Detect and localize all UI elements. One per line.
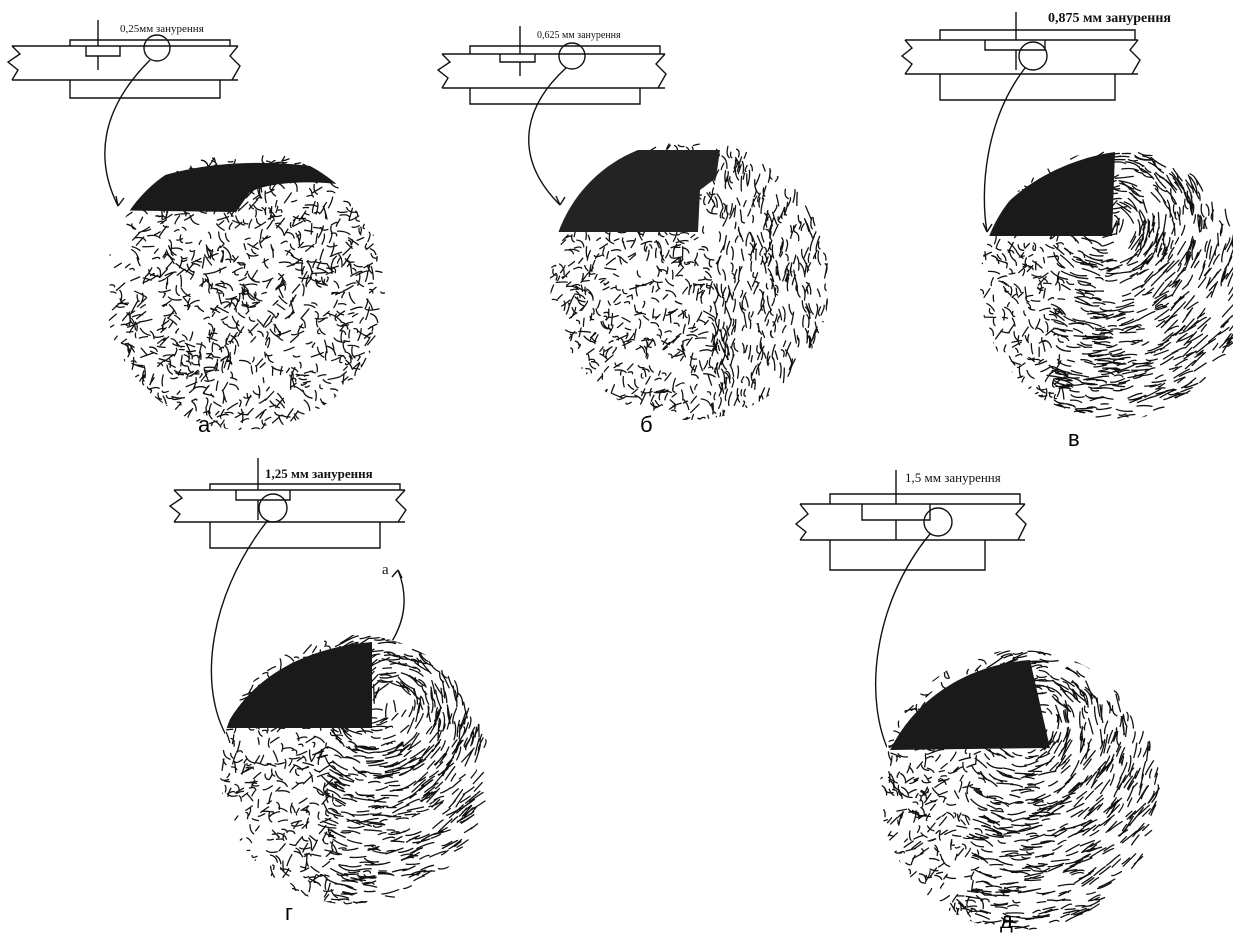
depth-label: 0,25мм занурення — [120, 23, 204, 35]
panel-b: 0,625 мм занурення б — [436, 26, 830, 437]
micrograph-circle — [880, 650, 1160, 930]
depth-label: 0,875 мм занурення — [1048, 11, 1171, 26]
shoulder-region — [890, 660, 1050, 750]
shoulder-region — [550, 150, 720, 232]
panel-caption: г — [285, 900, 293, 925]
depth-label: 1,25 мм занурення — [265, 466, 373, 481]
panel-v: 0,875 мм занурення в — [900, 11, 1233, 451]
depth-label: 0,625 мм занурення — [537, 30, 621, 41]
workpiece-sketch — [6, 20, 241, 207]
micrograph-circle — [220, 635, 490, 905]
depth-label: 1,5 мм занурення — [905, 470, 1001, 485]
panel-g: 1,25 мм занурення а г — [168, 458, 490, 925]
panel-caption: д — [1000, 908, 1013, 933]
workpiece-sketch — [794, 470, 1027, 761]
micrograph-circle — [550, 140, 830, 420]
workpiece-sketch — [436, 26, 667, 206]
micrograph-circle — [105, 150, 385, 430]
region-marker-label: а — [382, 562, 389, 578]
shoulder-region — [105, 162, 345, 212]
panel-caption: в — [1068, 426, 1080, 451]
workpiece-sketch — [900, 12, 1141, 233]
micrograph-circle — [980, 150, 1233, 420]
shoulder-region — [985, 152, 1115, 236]
panel-caption: б — [640, 412, 653, 437]
shoulder-region — [225, 642, 372, 728]
panel-caption: а — [198, 412, 211, 437]
panel-d: 1,5 мм занурення д — [794, 470, 1160, 933]
grain-texture — [105, 155, 385, 430]
panel-a: 0,25мм занурення а — [6, 20, 385, 437]
